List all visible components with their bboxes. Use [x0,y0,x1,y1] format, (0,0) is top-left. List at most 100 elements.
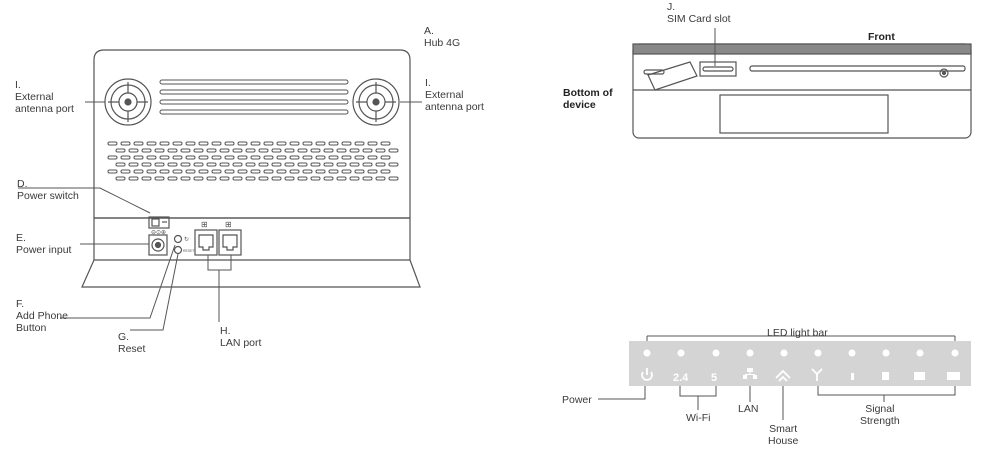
vent-slot [258,176,269,181]
vent-slot [198,141,209,146]
vent-slot [375,176,386,181]
antenna-right-line1: External [425,89,464,101]
led-leader-lines [598,386,956,420]
vent-slot [154,176,165,181]
add-phone-line2: Button [16,322,47,334]
vent-slot [193,162,204,167]
vent-slot [328,155,339,160]
hub-body [93,49,411,219]
vent-slot [276,155,287,160]
sim-label: J. SIM Card slot [667,1,731,25]
sim-card-slot [699,61,737,77]
power-icon [641,368,653,381]
add-phone-label: F. Add Phone Button [16,298,68,334]
front-screw-icon [939,68,949,78]
vent-slot [193,176,204,181]
wifi-5-icon: 5 [711,372,717,384]
vent-slot [141,162,152,167]
vent-slot [271,176,282,181]
vent-slot [310,148,321,153]
wifi-label: Wi-Fi [686,412,711,424]
lan-port-name: LAN port [220,337,262,349]
side-vent-grid [107,141,399,181]
vent-slot [323,148,334,153]
vent-slot [250,141,261,146]
vent-slot [185,155,196,160]
signal-bar-3-icon [914,372,925,380]
vent-slot [250,155,261,160]
led-dot [712,349,720,357]
phone-symbol-icon: ↻ [184,236,189,243]
vent-slot [154,148,165,153]
vent-slot [180,176,191,181]
vent-slot [193,148,204,153]
vent-slot [380,155,391,160]
signal-strength-label: Signal Strength [860,403,900,427]
signal-bar-1-icon [851,373,854,380]
lan-label: LAN [738,403,759,415]
smart-house-line2: House [768,435,799,447]
vent-slot [172,141,183,146]
antenna-left-line1: External [15,91,54,103]
vent-slot [141,148,152,153]
vent-slot [271,148,282,153]
led-dot [882,349,890,357]
vent-slot [310,162,321,167]
led-dot [848,349,856,357]
vent-slot [107,169,118,174]
vent-slot [211,169,222,174]
reset-letter: G. [118,331,130,343]
vent-slot [362,162,373,167]
reset-button-icon [173,245,183,255]
vent-slot [206,148,217,153]
bottom-view [632,28,972,139]
vent-slot [219,176,230,181]
vent-slot [219,148,230,153]
vent-slot [167,148,178,153]
sim-name: SIM Card slot [667,13,731,25]
power-switch-letter: D. [17,178,28,190]
vent-slot [128,148,139,153]
vent-slot [159,141,170,146]
vent-slot [380,169,391,174]
vent-slot [237,155,248,160]
vent-slot [206,176,217,181]
vent-slot [354,155,365,160]
vent-slot [271,162,282,167]
vent-slot [349,162,360,167]
led-dots [643,349,959,357]
vent-slot [341,141,352,146]
reset-name: Reset [118,343,146,355]
vent-slot [349,148,360,153]
front-slot [749,65,966,72]
vent-slot [302,169,313,174]
vent-slot [237,169,248,174]
vent-slot [211,141,222,146]
vent-slot [172,169,183,174]
vent-slot [115,162,126,167]
vent-slot [310,176,321,181]
vent-slot [224,169,235,174]
vent-slot [388,148,399,153]
vent-slot [328,141,339,146]
vent-slot [232,162,243,167]
antenna-port-left [104,78,152,126]
power-switch-label: D. Power switch [17,178,79,202]
vent-slot [237,141,248,146]
power-switch-name: Power switch [17,190,79,202]
vent-slot [115,176,126,181]
vent-slot [120,169,131,174]
vent-slot [198,169,209,174]
vent-slot [289,169,300,174]
vent-slot [263,141,274,146]
vent-slot [388,176,399,181]
vent-slot [336,176,347,181]
vent-slot [211,155,222,160]
vent-slot [289,155,300,160]
vent-slot [185,141,196,146]
vent-slot [185,169,196,174]
vent-slot [224,141,235,146]
vent-slot [349,176,360,181]
bottom-of-device-line2: device [563,99,596,111]
